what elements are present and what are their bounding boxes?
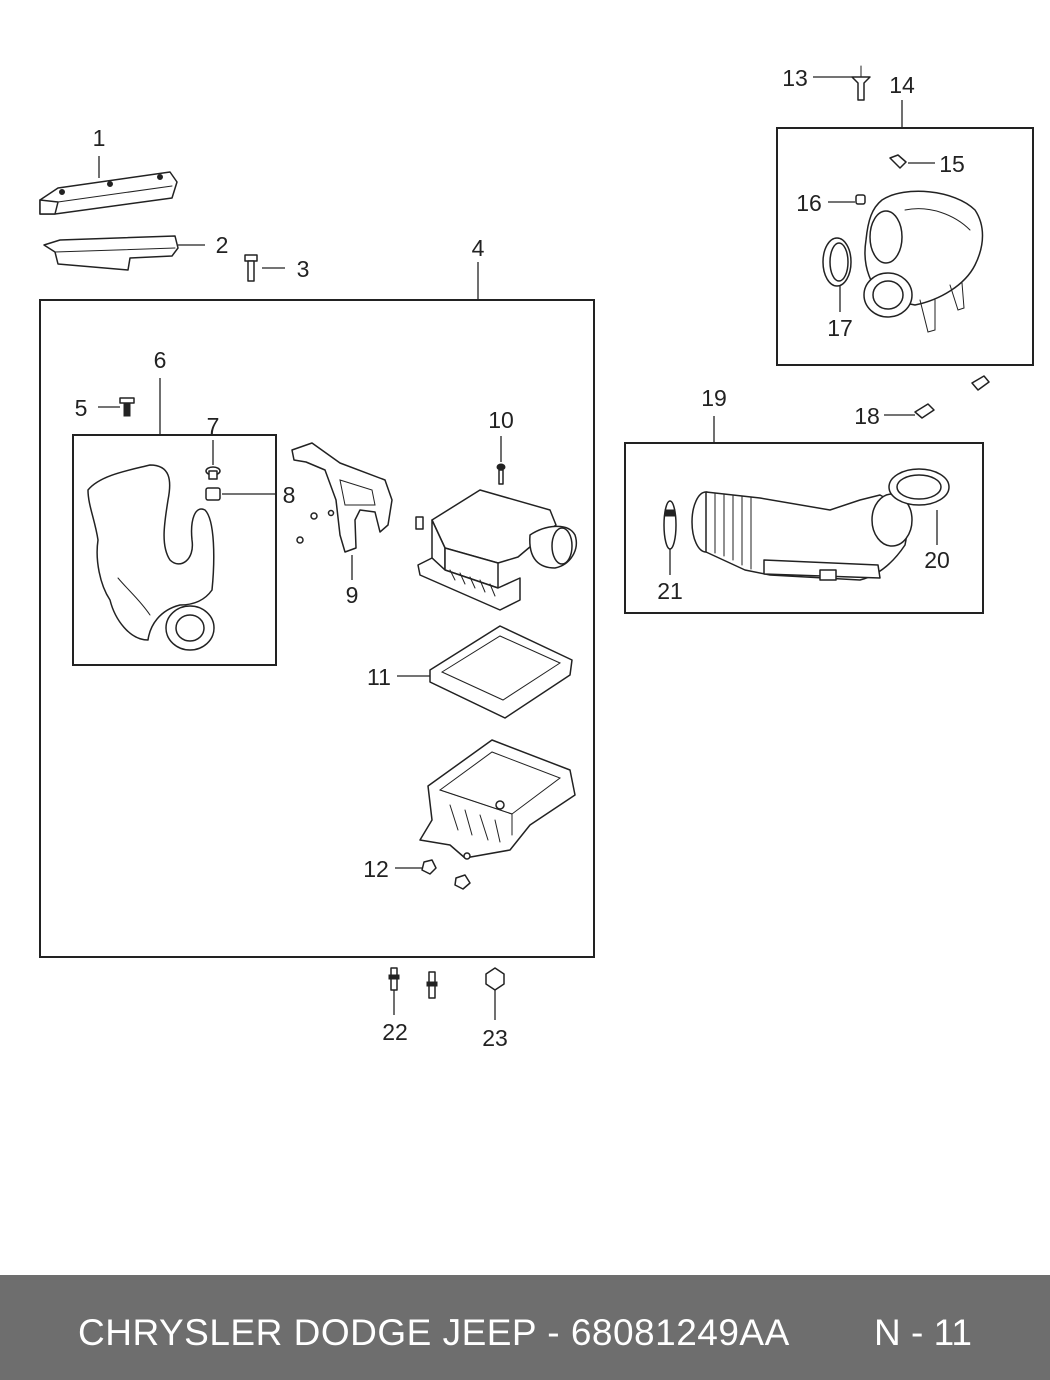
callout-6: 6 — [154, 347, 167, 373]
callout-5: 5 — [75, 395, 88, 421]
part-7-clip — [205, 466, 221, 480]
part-19-intake-hose — [691, 491, 913, 581]
part-13-push-pin — [851, 65, 871, 101]
callout-21: 21 — [657, 578, 683, 604]
callout-11: 11 — [367, 664, 391, 690]
part-12-nuts — [421, 859, 471, 890]
callout-16: 16 — [796, 190, 822, 216]
callout-18: 18 — [854, 403, 880, 429]
part-11-air-filter — [429, 625, 573, 719]
callout-1: 1 — [93, 125, 106, 151]
callout-7: 7 — [207, 413, 220, 439]
footer-page-number: N - 11 — [873, 1312, 972, 1353]
callout-17: 17 — [827, 315, 853, 341]
part-17-seal-ring — [822, 237, 852, 287]
part-6-air-duct — [87, 464, 215, 651]
frame-duct-kit — [72, 434, 277, 666]
callout-15: 15 — [939, 151, 965, 177]
callout-9: 9 — [346, 582, 359, 608]
callout-8: 8 — [283, 482, 296, 508]
part-2-seal-strip — [43, 235, 179, 271]
callout-13: 13 — [782, 65, 808, 91]
callout-10: 10 — [488, 407, 514, 433]
part-air-cleaner-cover — [415, 489, 577, 611]
callout-14: 14 — [889, 72, 915, 98]
callout-12: 12 — [363, 856, 389, 882]
part-3-bolt — [244, 254, 258, 282]
part-20-seal-ring — [888, 468, 950, 506]
part-1-upper-duct — [39, 171, 178, 215]
callout-23: 23 — [482, 1025, 508, 1051]
part-14-resonator — [863, 190, 984, 333]
callout-3: 3 — [297, 256, 310, 282]
part-8-grommet — [205, 487, 221, 501]
callout-22: 22 — [382, 1019, 408, 1045]
part-15-screw — [889, 154, 907, 169]
part-air-cleaner-base — [419, 739, 576, 860]
parts-diagram: 1 2 3 4 5 6 7 8 9 10 11 12 13 14 15 16 1… — [39, 65, 1034, 1051]
part-5-bolt — [119, 397, 135, 417]
part-21-clamp — [663, 500, 677, 550]
part-10-screw — [496, 463, 506, 485]
part-23-nut — [485, 967, 505, 991]
footer-part-number: CHRYSLER DODGE JEEP - 68081249AA — [78, 1312, 790, 1353]
footer-bar — [0, 1275, 1050, 1380]
frame-air-cleaner-assembly — [39, 299, 595, 958]
part-18-fasteners — [914, 375, 990, 419]
frame-hose-assembly — [624, 442, 984, 614]
part-16-nut — [855, 194, 866, 205]
frame-resonator-assembly — [776, 127, 1034, 366]
part-22-studs — [388, 967, 438, 999]
callout-4: 4 — [472, 235, 485, 261]
callout-20: 20 — [924, 547, 950, 573]
leader-lines — [98, 76, 938, 1020]
callout-labels: 1 2 3 4 5 6 7 8 9 10 11 12 13 14 15 16 1… — [75, 65, 965, 1051]
callout-2: 2 — [216, 232, 229, 258]
callout-19: 19 — [701, 385, 727, 411]
part-9-bracket — [291, 442, 393, 553]
